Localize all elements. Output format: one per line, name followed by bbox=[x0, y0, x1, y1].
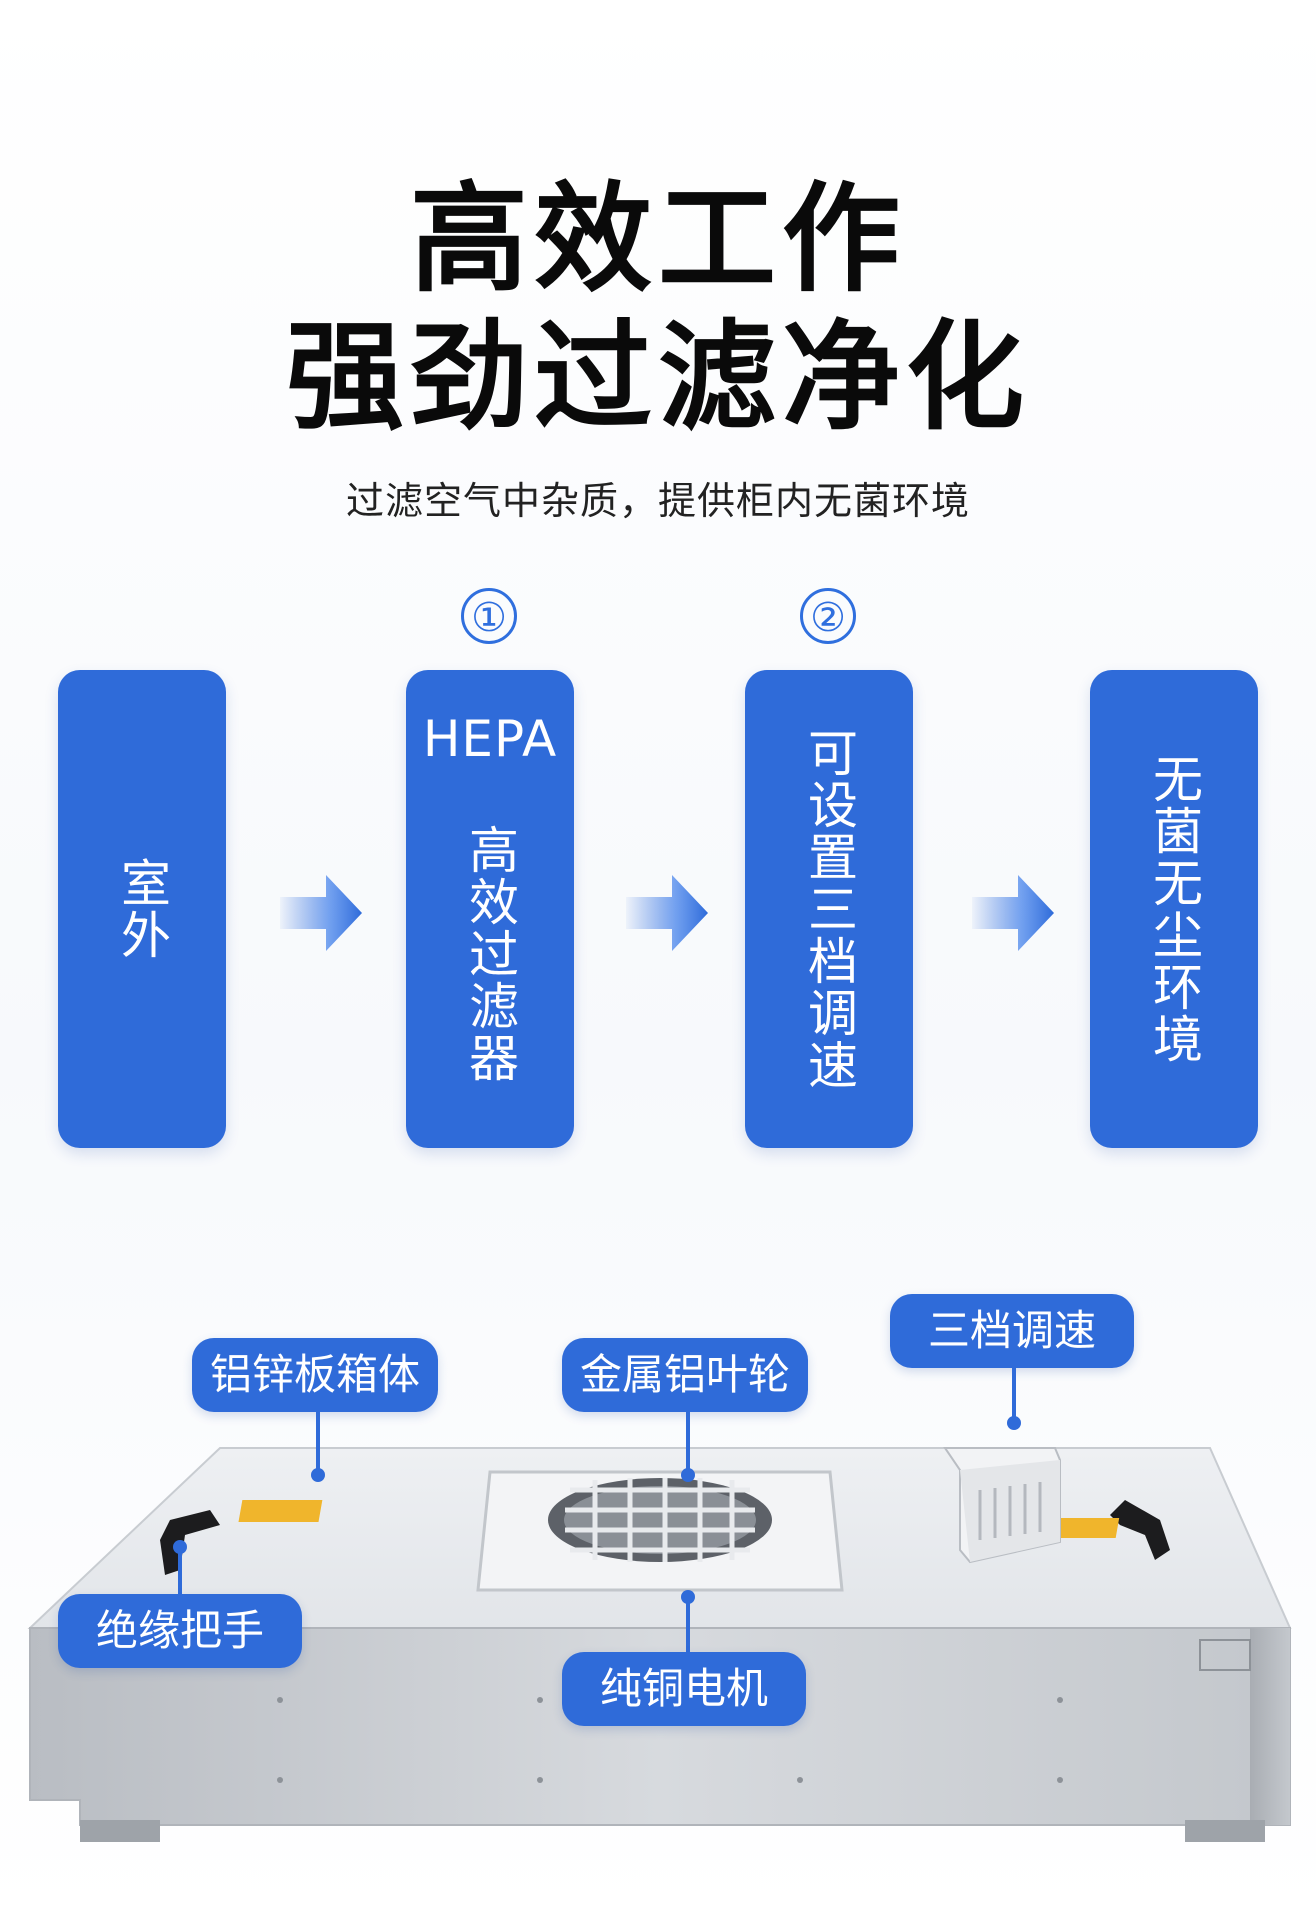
flow-card-outdoor: 室外 bbox=[58, 670, 226, 1148]
flow-card-text: 无菌无尘环境 bbox=[1145, 753, 1203, 1065]
leader-line bbox=[686, 1598, 690, 1652]
leader-line bbox=[316, 1412, 320, 1472]
label-handle: 绝缘把手 bbox=[58, 1594, 302, 1668]
flow-card-speed-control: 可设置三档调速 bbox=[745, 670, 913, 1148]
flow-arrow-icon bbox=[972, 875, 1054, 951]
flow-card-text: 可设置三档调速 bbox=[800, 727, 858, 1091]
step-1-marker: ① bbox=[461, 588, 517, 644]
flow-arrow-icon bbox=[626, 875, 708, 951]
flow-card-hepa-filter: HEPA 高效过滤器 bbox=[406, 670, 574, 1148]
leader-line bbox=[1012, 1368, 1016, 1422]
page-subtitle: 过滤空气中杂质，提供柜内无菌环境 bbox=[345, 479, 970, 523]
leader-dot bbox=[173, 1540, 187, 1554]
leader-dot bbox=[311, 1468, 325, 1482]
page-title-line-2: 强劲过滤净化 bbox=[285, 308, 1030, 446]
ffu-product-image bbox=[27, 1447, 1292, 1842]
flow-arrow-icon bbox=[280, 875, 362, 951]
label-impeller: 金属铝叶轮 bbox=[562, 1338, 809, 1412]
label-motor: 纯铜电机 bbox=[562, 1652, 806, 1726]
step-2-marker: ② bbox=[800, 588, 856, 644]
leader-dot bbox=[681, 1590, 695, 1604]
page-title-line-1: 高效工作 bbox=[409, 170, 906, 308]
hepa-label: HEPA bbox=[422, 710, 558, 768]
flow-card-text: 高效过滤器 bbox=[461, 824, 519, 1084]
flow-card-sterile-environment: 无菌无尘环境 bbox=[1090, 670, 1258, 1148]
label-housing: 铝锌板箱体 bbox=[192, 1338, 439, 1412]
leader-dot bbox=[1007, 1416, 1021, 1430]
leader-dot bbox=[681, 1468, 695, 1482]
leader-line bbox=[178, 1548, 182, 1594]
flow-card-text: 室外 bbox=[113, 857, 171, 961]
label-speed-control: 三档调速 bbox=[890, 1294, 1134, 1368]
leader-line bbox=[686, 1412, 690, 1472]
